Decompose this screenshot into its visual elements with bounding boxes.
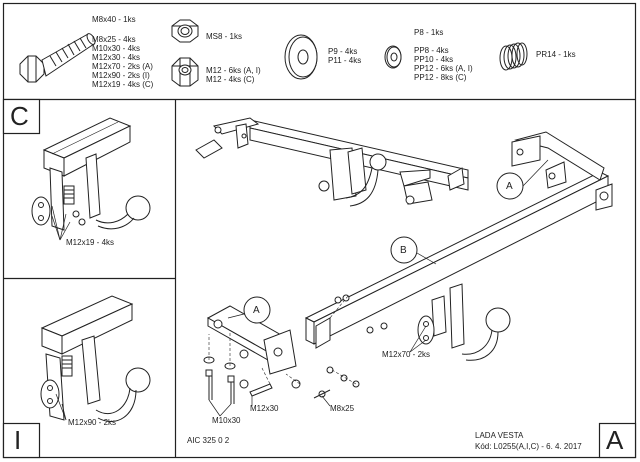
- bolt-list-item: M10x30 - 4ks: [92, 44, 141, 53]
- upper-crossbar-drawing: [195, 117, 469, 207]
- small-washer-top-label: P8 - 1ks: [414, 28, 444, 37]
- washer-icon: [284, 34, 318, 80]
- small-washer-list-item: PP10 - 4ks: [414, 55, 454, 64]
- washer-list-item: P11 - 4ks: [328, 56, 362, 65]
- alignment-lines: [208, 295, 357, 385]
- bolt-list-item: M8x25 - 4ks: [92, 35, 136, 44]
- main-leaders: [208, 325, 427, 417]
- panel-i-leaders: [55, 393, 67, 421]
- bolt-icon: [19, 33, 96, 83]
- letter-box-i: [2, 422, 41, 459]
- nut-list-item: M12 - 6ks (A, I): [206, 66, 261, 75]
- nut-ms8-label: MS8 - 1ks: [206, 32, 243, 41]
- panel-c-callout: M12x19 - 4ks: [66, 238, 115, 247]
- m12x30-label: M12x30: [250, 404, 279, 413]
- bolt-m8x40-label: M8x40 - 1ks: [92, 15, 136, 24]
- model-name: LADA VESTA: [475, 431, 524, 440]
- callout-a-top-letter: A: [506, 181, 513, 192]
- bracket-a-drawing: [206, 305, 297, 375]
- document-kod: Kód: L0255(A,I,C) - 6. 4. 2017: [475, 442, 582, 451]
- small-washer-list-item: PP12 - 6ks (A, I): [414, 64, 473, 73]
- panel-i-drawing: [40, 295, 151, 422]
- panel-i-callout: M12x90 - 2ks: [68, 418, 117, 427]
- callout-b-letter: B: [400, 245, 407, 256]
- bolt-list-item: M12x70 - 2ks (A): [92, 62, 153, 71]
- letter-box-a: [598, 422, 637, 459]
- panel-i-letter: I: [14, 425, 22, 455]
- m10x30-label: M10x30: [212, 416, 241, 425]
- panel-c-letter: C: [10, 101, 29, 131]
- m12x70-label: M12x70 - 2ks: [382, 350, 431, 359]
- callout-a-left-circle: [243, 296, 271, 324]
- small-washer-list-item: PP12 - 8ks (C): [414, 73, 467, 82]
- drawing-code: AIC 325 0 2: [187, 436, 230, 445]
- nut-list-item: M12 - 4ks (C): [206, 75, 255, 84]
- panel-c-leaders: [51, 205, 71, 241]
- letter-box-c: [2, 98, 41, 135]
- nut-flange-icon: [171, 57, 199, 87]
- panel-a-letter: A: [606, 425, 624, 455]
- bolt-list-item: M12x19 - 4ks (C): [92, 80, 154, 89]
- small-washer-list-item: PP8 - 4ks: [414, 46, 449, 55]
- callout-a-left-letter: A: [253, 305, 260, 316]
- m8x25-label: M8x25: [330, 404, 355, 413]
- spring-label: PR14 - 1ks: [536, 50, 576, 59]
- main-crossbar-drawing: [304, 131, 613, 361]
- bolt-list-item: M12x90 - 2ks (I): [92, 71, 150, 80]
- panel-c-drawing: [31, 117, 151, 231]
- small-washer-icon: [384, 45, 402, 69]
- bolt-list-item: M12x30 - 4ks: [92, 53, 141, 62]
- callout-b-circle: [390, 236, 418, 264]
- nut-icon: [171, 19, 199, 43]
- washer-list-item: P9 - 4ks: [328, 47, 358, 56]
- spring-washer-icon: [499, 42, 528, 71]
